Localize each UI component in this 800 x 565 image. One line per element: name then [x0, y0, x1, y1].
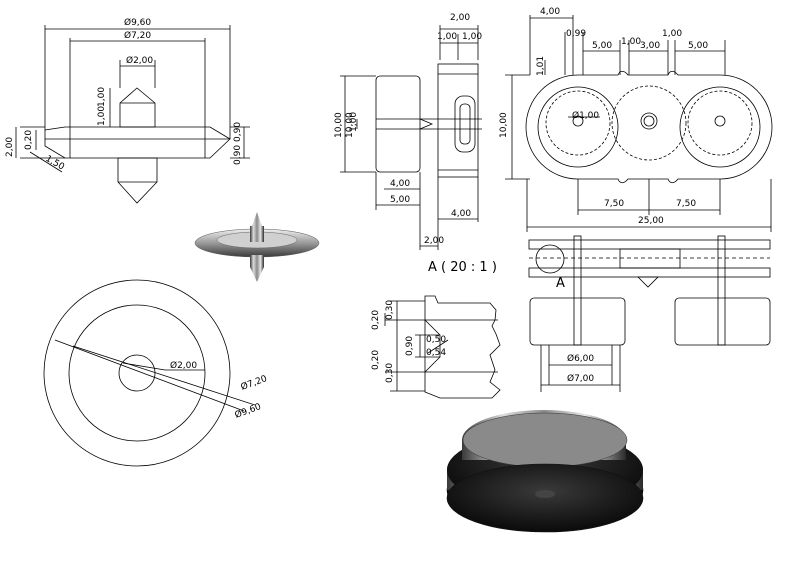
section-marker-a: A	[556, 276, 565, 291]
dim-det-0-54: 0,54	[426, 348, 446, 358]
section-view	[528, 235, 771, 392]
dim-sec-dia-6-00: Ø6,00	[567, 353, 594, 364]
dim-side-10-00-inner: 10,00	[345, 112, 355, 138]
top-view-dimensions: 4,00 0,99 5,00 1,00 3,00 1,00 5,00 1,01 …	[499, 7, 708, 226]
disc-outline	[44, 126, 231, 159]
detail-a-view	[384, 295, 501, 399]
dim-top-0-99: 0,99	[566, 29, 586, 39]
dim-side-2-00: 2,00	[450, 13, 470, 23]
dim-det-0-20-a: 0,20	[371, 310, 381, 330]
detail-title: A ( 20 : 1 )	[428, 260, 497, 275]
dim-0-20: 0,20	[24, 130, 34, 150]
dim-top-7-50-a: 7,50	[604, 199, 624, 209]
detail-a-dimensions: 0,20 0,30 0,90 0,50 0,54 0,20 0,30	[371, 300, 446, 383]
dim-pin-1-00-b: 1,00	[97, 106, 107, 126]
dim-side-1-00-small: 1,00	[349, 112, 359, 132]
dim-0-90-a: 0,90	[233, 122, 243, 142]
side-view	[340, 25, 482, 250]
dim-circ-dia-7-20: Ø7,20	[239, 373, 269, 393]
spindle-3d-render	[194, 212, 320, 282]
dim-top-dia-1-00: Ø1,00	[572, 110, 599, 121]
dim-dia-9-60: Ø9,60	[124, 17, 151, 28]
dim-det-0-90: 0,90	[405, 336, 415, 356]
top-view	[505, 15, 773, 232]
dim-det-0-20-b: 0,20	[371, 350, 381, 370]
dim-dia-7-20: Ø7,20	[124, 30, 151, 41]
dim-side-10-00-outer: 10,00	[334, 112, 344, 138]
dim-dia-2-00: Ø2,00	[126, 55, 153, 66]
dim-top-10-00: 10,00	[499, 112, 509, 138]
spindle-front-view	[15, 25, 250, 204]
dim-pin-1-00-a: 1,00	[97, 87, 107, 107]
dim-top-1-01: 1,01	[536, 56, 546, 76]
dim-det-0-50: 0,50	[426, 335, 446, 345]
side-view-dimensions: 2,00 1,00 1,00 10,00 10,00 1,00 4,00 5,0…	[334, 13, 482, 246]
dim-height-2-00: 2,00	[5, 137, 15, 157]
spindle-front-dimensions: Ø9,60 Ø7,20 Ø2,00 1,00 1,00 2,00 0,20 1,…	[5, 17, 243, 173]
dim-side-1-00-b: 1,00	[462, 32, 482, 42]
concentric-circles-view	[43, 279, 256, 467]
dim-side-2-00-b: 2,00	[424, 236, 444, 246]
dim-top-4-00: 4,00	[540, 7, 560, 17]
top-pin	[119, 87, 156, 128]
bottom-pin	[117, 157, 158, 204]
dim-side-4-00-a: 4,00	[390, 179, 410, 189]
dim-side-5-00: 5,00	[390, 195, 410, 205]
dim-top-7-50-b: 7,50	[676, 199, 696, 209]
dim-top-5-00-a: 5,00	[592, 41, 612, 51]
dim-det-0-30-b: 0,30	[385, 363, 395, 383]
dim-top-25-00: 25,00	[638, 216, 664, 226]
section-view-labels: A Ø6,00 Ø7,00	[556, 276, 594, 384]
dim-circ-dia-9-60: Ø9,60	[233, 401, 263, 421]
dim-0-90-b: 0,90	[233, 145, 243, 165]
dim-top-1-00-a: 1,00	[621, 37, 641, 47]
dim-top-5-00-b: 5,00	[688, 41, 708, 51]
circles-dimensions: Ø2,00 Ø7,20 Ø9,60	[170, 360, 269, 421]
dim-top-3-00: 3,00	[640, 41, 660, 51]
dim-side-4-00-b: 4,00	[451, 209, 471, 219]
dim-det-0-30-a: 0,30	[385, 300, 395, 320]
dim-side-1-00-a: 1,00	[437, 32, 457, 42]
dim-top-1-00-b: 1,00	[662, 29, 682, 39]
dim-sec-dia-7-00: Ø7,00	[567, 373, 594, 384]
disc-3d-render	[446, 410, 644, 533]
dim-circ-dia-2-00: Ø2,00	[170, 360, 197, 371]
